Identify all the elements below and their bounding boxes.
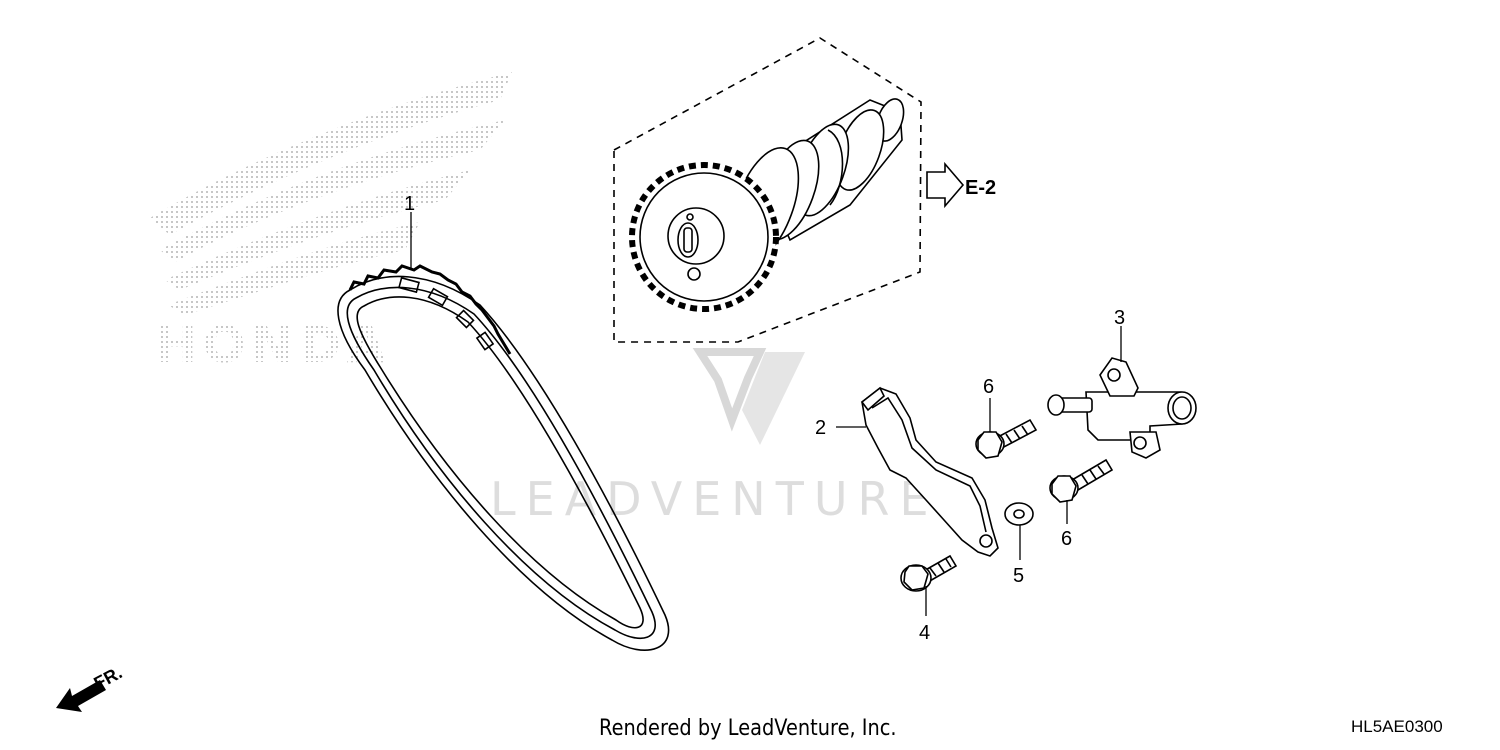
leadventure-watermark: LEADVENTURE: [490, 348, 939, 526]
svg-text:LEADVENTURE: LEADVENTURE: [490, 472, 939, 526]
callout-2: 2: [815, 417, 826, 439]
bolt-6-lower: [1049, 458, 1114, 503]
reference-label: E-2: [965, 177, 996, 199]
tensioner-lifter: [1047, 357, 1197, 459]
callout-1: 1: [404, 193, 415, 215]
drawing-code: HL5AE0300: [1351, 717, 1443, 736]
callout-6-upper: 6: [983, 376, 994, 398]
bolt-4: [900, 554, 958, 592]
callout-5: 5: [1013, 565, 1024, 587]
cam-chain: [337, 264, 670, 651]
callout-6-lower: 6: [1061, 528, 1072, 550]
front-indicator: FR.: [56, 662, 125, 712]
camshaft-assembly-boundary: [613, 37, 922, 343]
bolt-6-upper: [975, 418, 1038, 459]
washer-5: [1004, 502, 1034, 526]
footer-credit: Rendered by LeadVenture, Inc.: [599, 716, 897, 741]
leader-lines: [410, 212, 1122, 616]
callout-4: 4: [919, 622, 930, 644]
honda-wordmark: HONDA: [155, 316, 391, 374]
tensioner-arm: [860, 386, 999, 557]
callout-3: 3: [1114, 307, 1125, 329]
reference-arrow: E-2: [926, 161, 996, 209]
camshaft-assembly: [629, 98, 905, 312]
honda-wing-logo: [150, 72, 512, 315]
